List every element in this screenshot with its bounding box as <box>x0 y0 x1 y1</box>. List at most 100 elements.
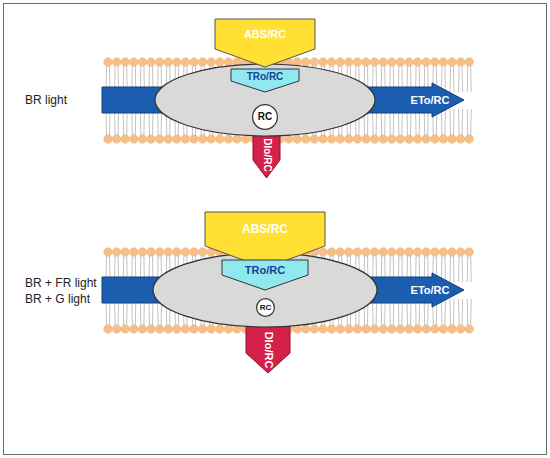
lipid-head <box>310 325 319 334</box>
lipid-head <box>104 135 113 144</box>
condition-label: BR light <box>25 92 67 108</box>
lipid-head <box>198 325 207 334</box>
lipid-head <box>138 325 147 334</box>
lipid-head <box>345 135 354 144</box>
lipid-head <box>370 248 379 257</box>
lipid-head <box>181 135 190 144</box>
lipid-tail <box>462 256 464 282</box>
lipid-head <box>336 135 345 144</box>
lipid-tail <box>462 299 464 325</box>
lipid-head <box>190 58 199 67</box>
lipid-head <box>173 248 182 257</box>
lipid-head <box>388 58 397 67</box>
lipid-head <box>327 58 336 67</box>
node-label: ETo/RC <box>411 285 450 296</box>
lipid-head <box>413 135 422 144</box>
lipid-tail <box>470 299 472 325</box>
lipid-head <box>431 325 440 334</box>
lipid-tail <box>462 66 464 92</box>
node-label: DIo/RC <box>262 138 272 171</box>
lipid-head <box>302 58 311 67</box>
lipid-head <box>456 248 465 257</box>
lipid-head <box>198 248 207 257</box>
lipid-tail <box>458 109 460 135</box>
lipid-tail <box>470 109 472 135</box>
lipid-head <box>233 325 242 334</box>
lipid-head <box>362 248 371 257</box>
lipid-head <box>405 248 414 257</box>
lipid-head <box>465 135 474 144</box>
lipid-head <box>345 58 354 67</box>
lipid-head <box>396 248 405 257</box>
lipid-head <box>345 325 354 334</box>
lipid-head <box>439 325 448 334</box>
lipid-head <box>138 58 147 67</box>
lipid-head <box>147 58 156 67</box>
lipid-head <box>448 248 457 257</box>
lipid-head <box>327 248 336 257</box>
lipid-head <box>362 135 371 144</box>
lipid-head <box>319 248 328 257</box>
lipid-head <box>353 248 362 257</box>
lipid-head <box>448 135 457 144</box>
node-label: ABS/RC <box>244 29 286 40</box>
absorption-arrow: ABS/RC <box>215 19 315 67</box>
lipid-tail <box>444 256 446 282</box>
lipid-head <box>353 135 362 144</box>
lipid-head <box>147 325 156 334</box>
lipid-head <box>439 248 448 257</box>
lipid-head <box>465 58 474 67</box>
lipid-head <box>190 248 199 257</box>
lipid-tail <box>458 256 460 282</box>
lipid-head <box>173 58 182 67</box>
lipid-head <box>405 325 414 334</box>
lipid-head <box>379 58 388 67</box>
trapping-arrow: TRo/RC <box>222 260 308 290</box>
lipid-head <box>130 135 139 144</box>
lipid-head <box>405 58 414 67</box>
lipid-head <box>379 325 388 334</box>
lipid-head <box>112 58 121 67</box>
lipid-head <box>448 325 457 334</box>
lipid-head <box>319 135 328 144</box>
lipid-head <box>439 135 448 144</box>
lipid-head <box>216 58 225 67</box>
lipid-head <box>422 135 431 144</box>
lipid-tail <box>453 109 455 135</box>
lipid-head <box>224 135 233 144</box>
node-label: TRo/RC <box>247 72 284 82</box>
lipid-head <box>431 248 440 257</box>
lipid-head <box>370 58 379 67</box>
lipid-head <box>241 135 250 144</box>
lipid-head <box>130 58 139 67</box>
lipid-head <box>181 248 190 257</box>
lipid-head <box>379 135 388 144</box>
lipid-head <box>104 58 113 67</box>
lipid-tail <box>470 256 472 282</box>
lipid-head <box>336 248 345 257</box>
lipid-head <box>336 325 345 334</box>
lipid-head <box>336 58 345 67</box>
lipid-head <box>181 325 190 334</box>
node-label: RC <box>258 112 272 122</box>
lipid-head <box>293 135 302 144</box>
lipid-head <box>190 325 199 334</box>
lipid-head <box>207 135 216 144</box>
node-label: ETo/RC <box>411 95 450 106</box>
lipid-head <box>147 248 156 257</box>
lipid-tail <box>444 299 446 325</box>
lipid-head <box>164 325 173 334</box>
lipid-head <box>370 135 379 144</box>
lipid-head <box>173 135 182 144</box>
lipid-head <box>112 325 121 334</box>
lipid-head <box>388 135 397 144</box>
lipid-head <box>121 135 130 144</box>
lipid-head <box>388 325 397 334</box>
node-outline <box>215 19 315 67</box>
lipid-head <box>130 248 139 257</box>
trapping-arrow: TRo/RC <box>231 69 299 92</box>
lipid-head <box>413 248 422 257</box>
lipid-tail <box>467 256 469 282</box>
lipid-head <box>345 248 354 257</box>
lipid-head <box>362 325 371 334</box>
